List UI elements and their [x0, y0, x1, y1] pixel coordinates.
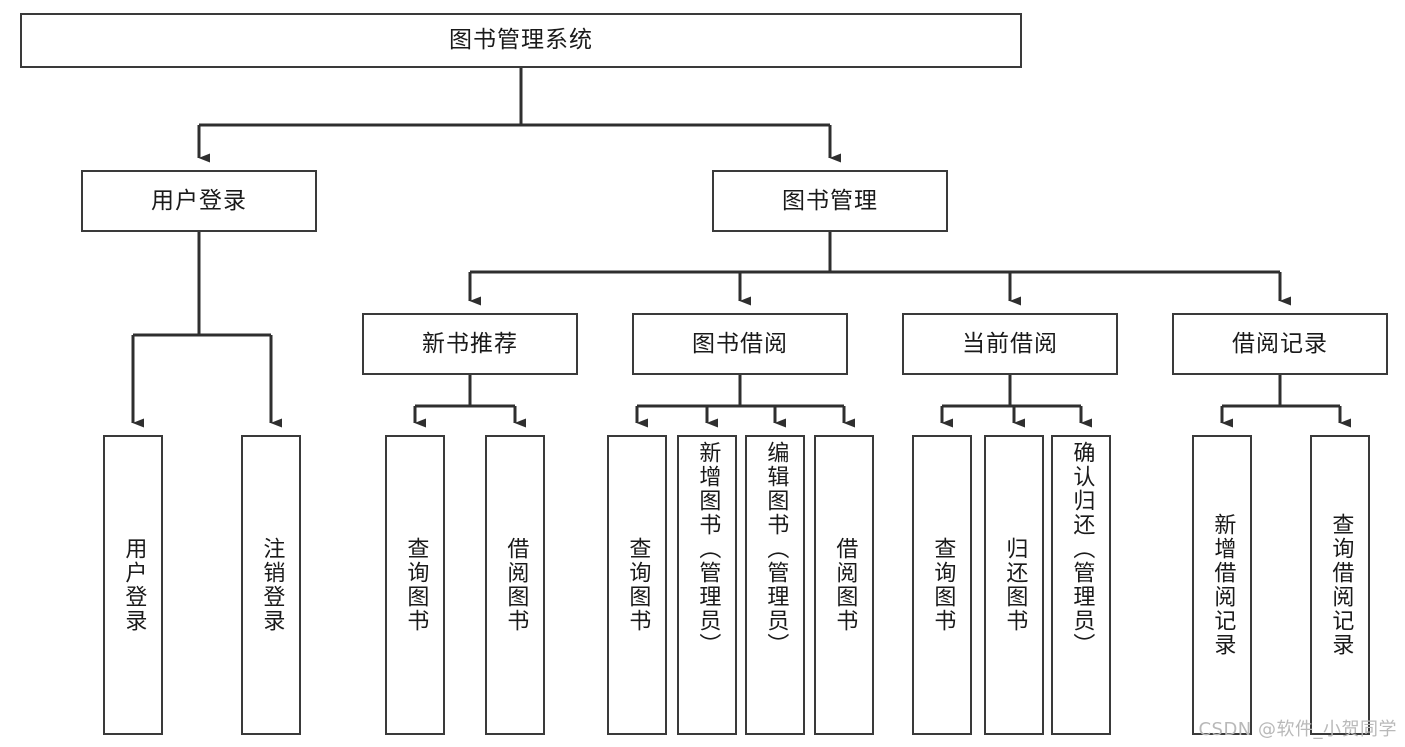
node-user-login[interactable]: 用户登录 [81, 170, 317, 232]
leaf-add-borrow-record[interactable]: 新增借阅记录 [1192, 435, 1252, 735]
leaf-query-book-recommend-label: 查询图书 [403, 537, 429, 633]
leaf-query-book-recommend[interactable]: 查询图书 [385, 435, 445, 735]
node-borrow-record[interactable]: 借阅记录 [1172, 313, 1388, 375]
leaf-confirm-return-admin[interactable]: 确认归还（管理员） [1051, 435, 1111, 735]
leaf-return-book-label: 归还图书 [1002, 537, 1028, 633]
leaf-user-logout-label: 注销登录 [259, 537, 285, 633]
node-book-borrow-label: 图书借阅 [692, 330, 788, 357]
node-user-login-label: 用户登录 [151, 187, 247, 214]
leaf-query-book-label: 查询图书 [625, 537, 651, 633]
node-book-borrow[interactable]: 图书借阅 [632, 313, 848, 375]
leaf-borrow-book-recommend[interactable]: 借阅图书 [485, 435, 545, 735]
leaf-query-book-current-label: 查询图书 [930, 537, 956, 633]
leaf-user-logout[interactable]: 注销登录 [241, 435, 301, 735]
leaf-query-borrow-record[interactable]: 查询借阅记录 [1310, 435, 1370, 735]
leaf-query-book[interactable]: 查询图书 [607, 435, 667, 735]
leaf-confirm-return-admin-label: 确认归还（管理员） [1069, 441, 1095, 657]
node-book-management[interactable]: 图书管理 [712, 170, 948, 232]
node-root-label: 图书管理系统 [449, 27, 593, 53]
leaf-borrow-book-label: 借阅图书 [832, 537, 858, 633]
leaf-edit-book-admin-label: 编辑图书（管理员） [763, 441, 789, 657]
node-book-management-label: 图书管理 [782, 187, 878, 214]
leaf-edit-book-admin[interactable]: 编辑图书（管理员） [745, 435, 805, 735]
node-root[interactable]: 图书管理系统 [20, 13, 1022, 68]
node-new-book-recommend[interactable]: 新书推荐 [362, 313, 578, 375]
node-current-borrow[interactable]: 当前借阅 [902, 313, 1118, 375]
node-borrow-record-label: 借阅记录 [1232, 330, 1328, 357]
leaf-add-book-admin[interactable]: 新增图书（管理员） [677, 435, 737, 735]
node-current-borrow-label: 当前借阅 [962, 330, 1058, 357]
leaf-query-book-current[interactable]: 查询图书 [912, 435, 972, 735]
leaf-user-login-label: 用户登录 [121, 537, 147, 633]
node-new-book-recommend-label: 新书推荐 [422, 330, 518, 357]
leaf-return-book[interactable]: 归还图书 [984, 435, 1044, 735]
leaf-borrow-book-recommend-label: 借阅图书 [503, 537, 529, 633]
leaf-borrow-book[interactable]: 借阅图书 [814, 435, 874, 735]
leaf-user-login[interactable]: 用户登录 [103, 435, 163, 735]
leaf-query-borrow-record-label: 查询借阅记录 [1328, 513, 1354, 657]
leaf-add-book-admin-label: 新增图书（管理员） [695, 441, 721, 657]
leaf-add-borrow-record-label: 新增借阅记录 [1210, 513, 1236, 657]
